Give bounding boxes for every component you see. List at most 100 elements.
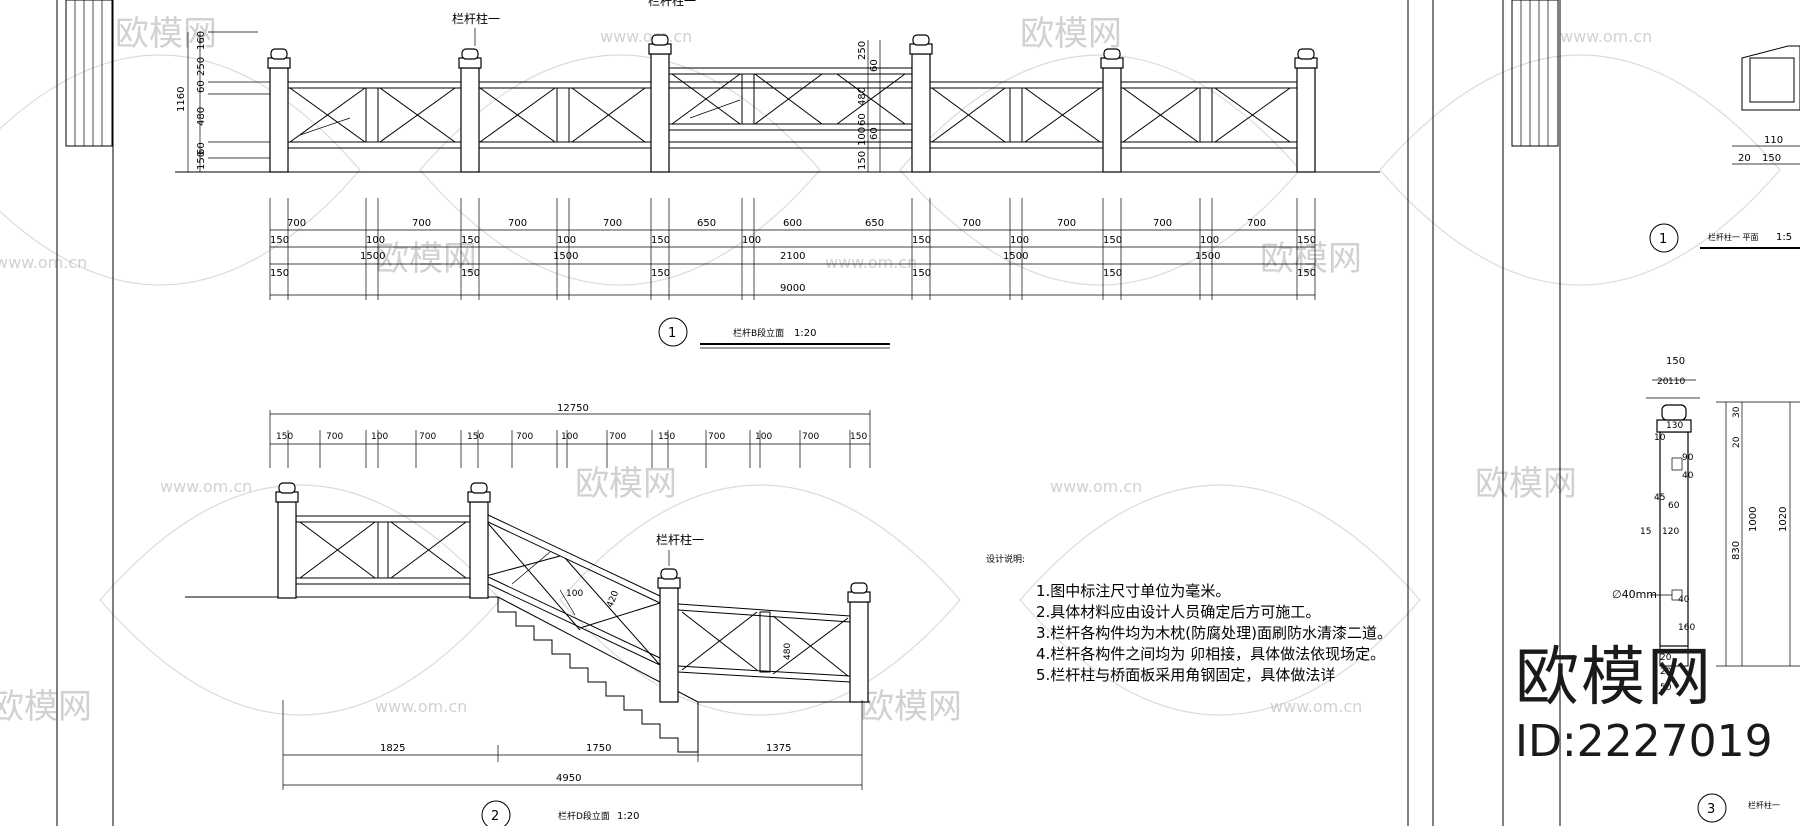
svg-text:420: 420 [606, 589, 622, 609]
svg-text:700: 700 [603, 218, 622, 229]
svg-text:1500: 1500 [1195, 251, 1220, 262]
post-label: 栏杆柱一 [656, 532, 704, 547]
brand-watermark: 欧模网 ID:2227019 [1515, 640, 1795, 768]
svg-text:60: 60 [1668, 501, 1680, 511]
svg-text:700: 700 [802, 432, 819, 442]
svg-text:栏杆B段立面: 栏杆B段立面 [733, 327, 784, 339]
svg-text:1825: 1825 [380, 743, 405, 754]
watermark-url: www.om.cn [1050, 477, 1142, 496]
dim-row-1: 700 700 700 700 650 600 650 700 700 700 … [287, 218, 1266, 229]
svg-text:700: 700 [1247, 218, 1266, 229]
svg-text:100: 100 [742, 235, 761, 246]
dimension-ticks [269, 198, 1316, 300]
svg-text:700: 700 [609, 432, 626, 442]
total-dimension: 9000 [780, 283, 805, 294]
railing-b-elevation: 栏杆柱一 栏杆柱一 1160 160 250 60 480 60 150 250… [175, 0, 1380, 349]
svg-text:150: 150 [1762, 153, 1781, 164]
watermark-url: www.om.cn [825, 253, 917, 272]
svg-text:45: 45 [1654, 493, 1665, 503]
watermark-logo: 欧模网 [0, 687, 92, 727]
svg-text:3: 3 [1707, 802, 1715, 817]
post [648, 34, 672, 173]
svg-text:600: 600 [783, 218, 802, 229]
dimension-ticks [287, 430, 851, 468]
svg-text:20: 20 [1657, 377, 1669, 387]
slope-dimensions: 100 420 480 [566, 589, 793, 660]
svg-text:栏杆D段立面: 栏杆D段立面 [558, 810, 610, 822]
svg-text:150: 150 [912, 268, 931, 279]
post-label: 栏杆柱一 [452, 11, 500, 26]
svg-text:150: 150 [276, 432, 293, 442]
svg-text:700: 700 [516, 432, 533, 442]
post-height-dimensions: 30 20 1000 830 1020 [1716, 401, 1800, 667]
watermark-url: www.om.cn [600, 27, 692, 46]
svg-text:150: 150 [270, 235, 289, 246]
sloped-rails [485, 513, 661, 666]
post [467, 482, 491, 599]
svg-text:150: 150 [1297, 235, 1316, 246]
svg-text:160: 160 [1678, 623, 1695, 633]
center-dimensions: 250 60 480 60 60 100 150 [857, 40, 881, 172]
svg-text:250: 250 [196, 57, 207, 76]
svg-text:480: 480 [783, 643, 793, 660]
svg-text:150: 150 [651, 268, 670, 279]
svg-text:1375: 1375 [766, 743, 791, 754]
main-posts [275, 482, 871, 703]
post-detail: 110 20 150 1 栏杆柱一 平面 1:5 150 20 110 130 [1612, 45, 1800, 823]
left-dimensions: 1160 160 250 60 480 60 150 [176, 31, 207, 172]
svg-text:700: 700 [1153, 218, 1172, 229]
dim-row-3: 1500 1500 2100 1500 1500 150 150 150 150… [270, 251, 1316, 279]
section-callout: 2 栏杆D段立面 1:20 [481, 800, 639, 826]
svg-text:150: 150 [461, 235, 480, 246]
svg-text:830: 830 [1731, 541, 1742, 560]
ground-and-stairs [185, 596, 870, 753]
note-item: 1.图中标注尺寸单位为毫米。 [1036, 582, 1231, 600]
svg-text:150: 150 [912, 235, 931, 246]
svg-text:700: 700 [708, 432, 725, 442]
svg-text:150: 150 [658, 432, 675, 442]
svg-text:60: 60 [196, 142, 207, 155]
svg-text:700: 700 [419, 432, 436, 442]
svg-text:2100: 2100 [780, 251, 805, 262]
svg-text:100: 100 [561, 432, 578, 442]
svg-text:1500: 1500 [1003, 251, 1028, 262]
watermark-logo: 欧模网 [860, 687, 962, 727]
watermark-layer: 欧模网 www.om.cn 欧模网 www.om.cn www.om.cn 欧模… [0, 14, 1781, 727]
svg-text:700: 700 [287, 218, 306, 229]
svg-text:480: 480 [196, 107, 207, 126]
svg-text:90: 90 [1682, 453, 1694, 463]
svg-text:50: 50 [1660, 683, 1672, 693]
note-item: 2.具体材料应由设计人员确定后方可施工。 [1036, 603, 1321, 621]
svg-text:100: 100 [755, 432, 772, 442]
svg-text:20: 20 [1660, 667, 1672, 677]
svg-text:2: 2 [491, 809, 499, 824]
svg-text:110: 110 [1668, 377, 1685, 387]
svg-text:150: 150 [467, 432, 484, 442]
post-plan: 110 20 150 [1732, 45, 1800, 165]
svg-text:100: 100 [366, 235, 385, 246]
flange-label: ∅40mm [1612, 588, 1657, 601]
svg-text:650: 650 [697, 218, 716, 229]
watermark-url: www.om.cn [1270, 697, 1362, 716]
post [1294, 48, 1318, 173]
svg-text:120: 120 [1662, 527, 1679, 537]
post [847, 582, 871, 703]
watermark-logo: 欧模网 [375, 239, 477, 279]
svg-text:1020: 1020 [1778, 507, 1789, 532]
svg-text:40: 40 [1678, 595, 1690, 605]
svg-text:60: 60 [857, 113, 868, 126]
svg-text:150: 150 [1103, 268, 1122, 279]
svg-text:30: 30 [1732, 406, 1742, 418]
svg-text:栏杆柱一 平面: 栏杆柱一 平面 [1708, 232, 1759, 242]
section-callout: 1 栏杆B段立面 1:20 [658, 317, 890, 349]
watermark-url: www.om.cn [375, 697, 467, 716]
svg-text:60: 60 [196, 80, 207, 93]
svg-text:150: 150 [461, 268, 480, 279]
design-notes: 设计说明: 1.图中标注尺寸单位为毫米。 2.具体材料应由设计人员确定后方可施工… [986, 550, 1460, 686]
svg-text:100: 100 [1200, 235, 1219, 246]
sheet-frame [56, 0, 1561, 826]
svg-text:60: 60 [869, 59, 880, 72]
brand-id: ID:2227019 [1515, 716, 1773, 767]
svg-text:650: 650 [865, 218, 884, 229]
